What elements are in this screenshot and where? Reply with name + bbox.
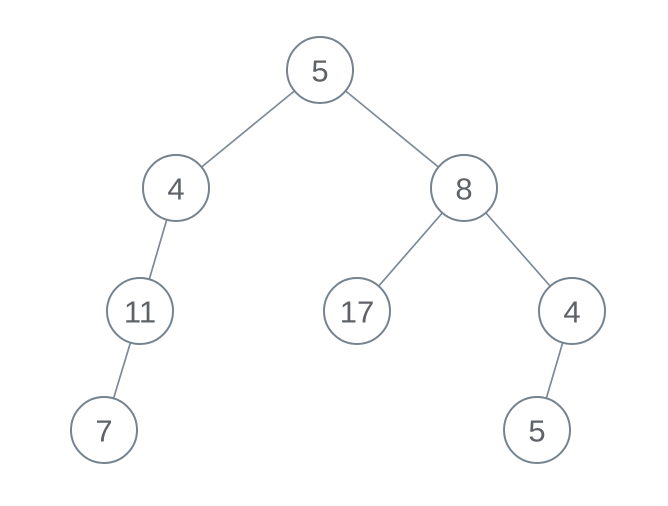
tree-node-root-R-R-R[interactable]: 5 [503, 396, 571, 464]
tree-node-root-R-R[interactable]: 4 [538, 277, 606, 345]
tree-node-value-root-L-L: 11 [124, 295, 156, 330]
tree-node-value-root-L: 4 [167, 172, 184, 207]
tree-node-value-root-R: 8 [455, 172, 472, 207]
tree-node-circle-root-R-R[interactable] [538, 277, 606, 345]
tree-node-circle-root-L-L[interactable] [106, 277, 174, 345]
tree-node-circle-root-L[interactable] [142, 154, 210, 222]
tree-edges-layer [103, 69, 573, 431]
tree-node-root[interactable]: 5 [286, 36, 354, 104]
tree-node-root-L[interactable]: 4 [142, 154, 210, 222]
tree-node-root-R-L[interactable]: 17 [323, 277, 391, 345]
tree-node-root-L-L[interactable]: 11 [106, 277, 174, 345]
tree-node-root-L-L-L[interactable]: 7 [70, 396, 138, 464]
tree-node-root-R[interactable]: 8 [430, 154, 498, 222]
tree-node-value-root-R-L: 17 [340, 295, 374, 330]
tree-node-value-root-R-R-R: 5 [528, 414, 545, 449]
tree-nodes-layer: 5 4 8 11 17 4 7 5 [70, 36, 606, 464]
tree-node-circle-root-R-L[interactable] [323, 277, 391, 345]
tree-node-value-root-L-L-L: 7 [95, 414, 112, 449]
tree-node-value-root: 5 [311, 54, 328, 89]
tree-node-circle-root-L-L-L[interactable] [70, 396, 138, 464]
tree-node-circle-root[interactable] [286, 36, 354, 104]
tree-node-value-root-R-R: 4 [563, 295, 580, 330]
tree-node-circle-root-R[interactable] [430, 154, 498, 222]
tree-node-circle-root-R-R-R[interactable] [503, 396, 571, 464]
